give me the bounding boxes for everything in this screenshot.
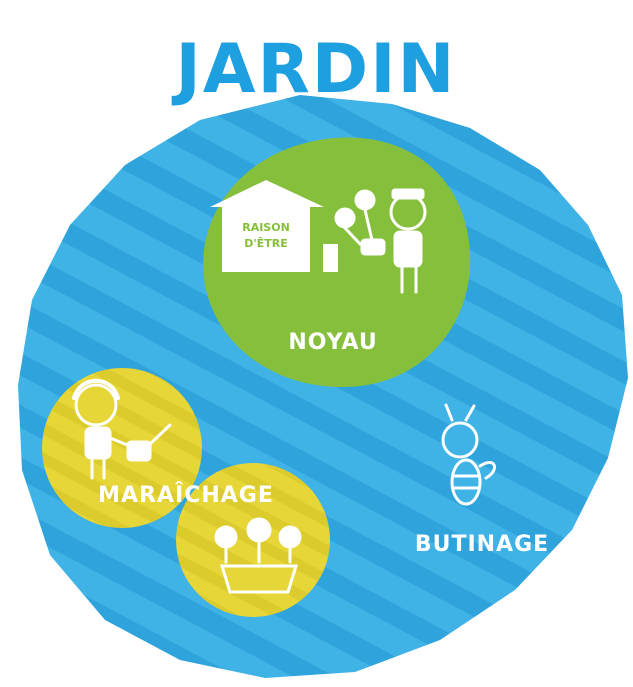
title: JARDIN: [172, 30, 457, 109]
garden-area: [18, 95, 628, 678]
house-text-line2: D'ÊTRE: [244, 237, 288, 250]
house-text-line1: RAISON: [242, 221, 290, 234]
core-label: NOYAU: [288, 330, 377, 355]
gardener-group-icon: [334, 188, 427, 294]
gardener-watering-icon: [72, 378, 172, 480]
house-icon: [210, 180, 324, 272]
foraging-label: BUTINAGE: [415, 532, 549, 557]
signpost-icon: [323, 244, 338, 272]
market-gardening-label: MARAÎCHAGE: [98, 482, 274, 508]
bee-icon: [441, 403, 496, 506]
seedlings-group-icon: [214, 517, 302, 594]
